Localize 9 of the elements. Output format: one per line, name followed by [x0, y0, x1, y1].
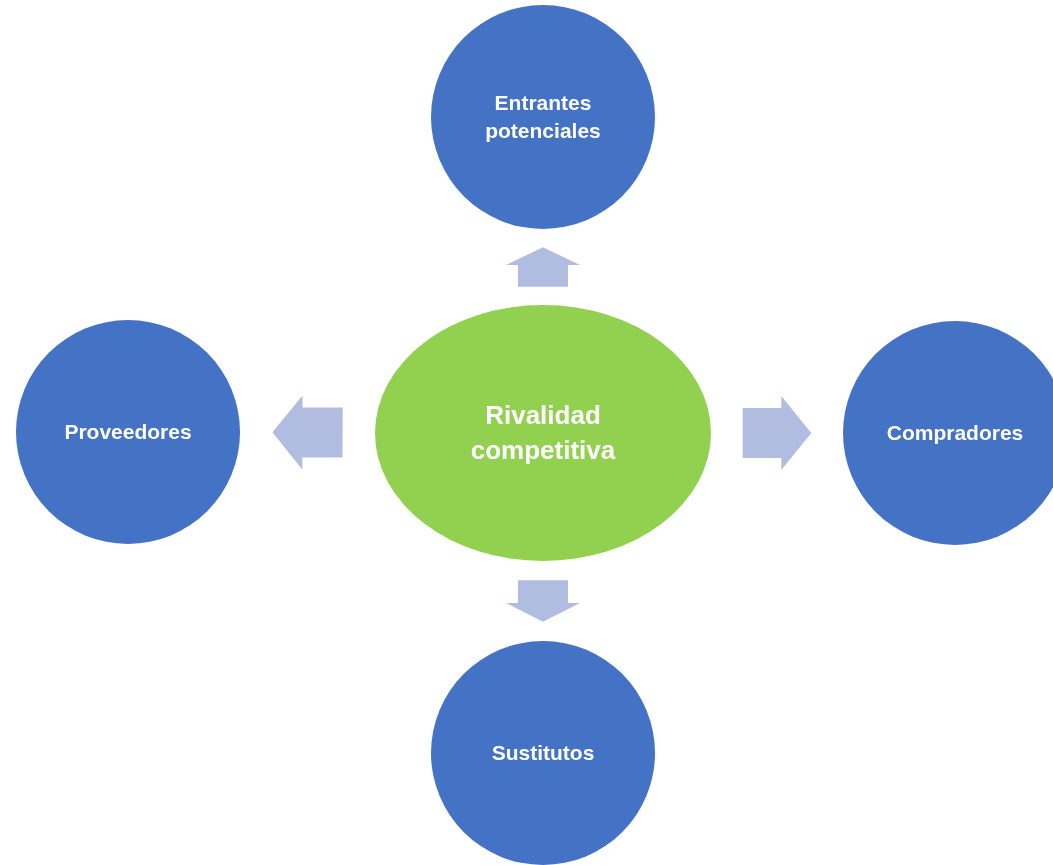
- block-arrow: [272, 395, 343, 470]
- node-label: Compradores: [886, 419, 1024, 446]
- node-label: Proveedores: [64, 418, 192, 445]
- node-label: Entrantes potenciales: [484, 89, 602, 144]
- block-arrow: [506, 580, 580, 622]
- block-arrow: [742, 396, 812, 470]
- node-label: Sustitutos: [491, 739, 595, 766]
- block-arrow: [506, 247, 580, 287]
- node-label: Rivalidad competitiva: [469, 398, 617, 467]
